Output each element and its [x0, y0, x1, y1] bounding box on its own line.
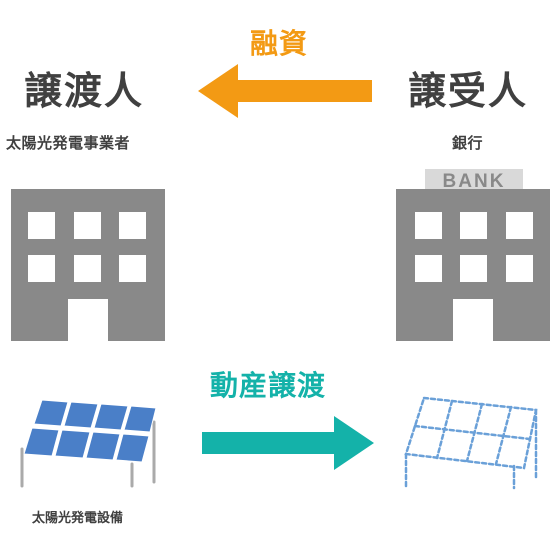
bank-sign-text: BANK	[442, 171, 506, 192]
transferor-building-icon	[11, 189, 165, 341]
financing-arrow	[198, 64, 372, 118]
transferor-title: 譲渡人	[24, 69, 145, 113]
transfer-label: 動産譲渡	[210, 369, 327, 402]
bank-building-icon	[396, 189, 550, 341]
transferee-title: 譲受人	[408, 69, 529, 113]
financing-label: 融資	[250, 27, 309, 60]
transfer-arrow	[202, 416, 374, 470]
asset-caption: 太陽光発電設備	[32, 511, 124, 526]
transferee-entity: 銀行	[452, 134, 484, 152]
solar-panel-icon	[20, 399, 157, 488]
transferred-solar-panel-icon	[404, 396, 538, 490]
transferor-entity: 太陽光発電事業者	[6, 134, 131, 152]
